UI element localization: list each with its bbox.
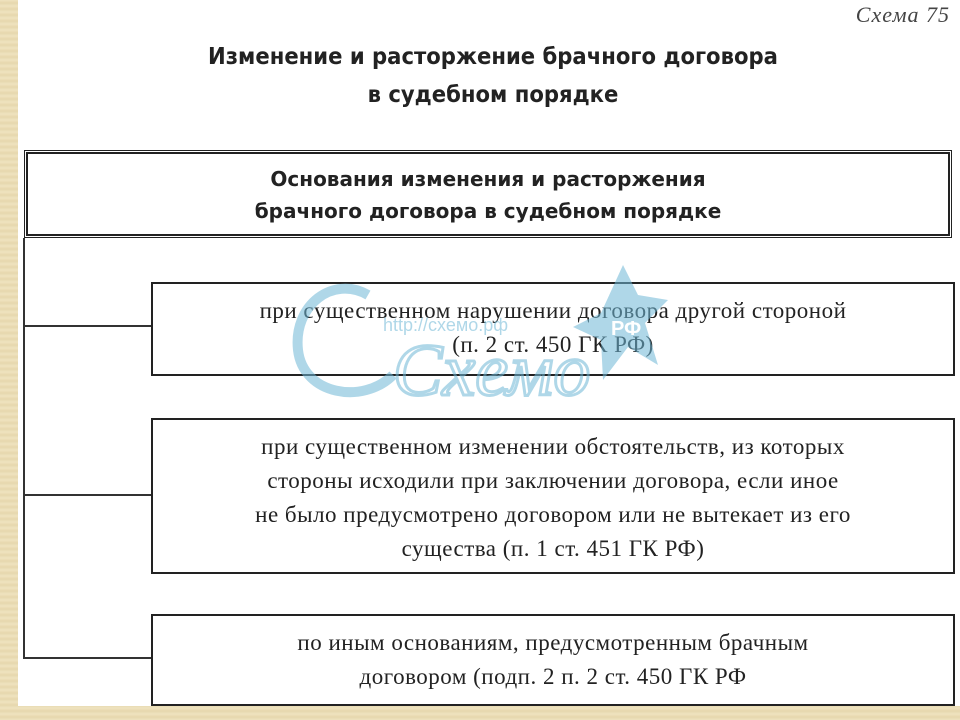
ground-box-3: по иным основаниям, предусмотренным брач… xyxy=(151,614,955,706)
watermark-logo-suffix: РФ xyxy=(611,318,641,340)
title-line-2: в судебном порядке xyxy=(367,82,619,108)
watermark-logo: Схемо РФ http://схемо.рф xyxy=(273,255,673,425)
connector-branch-3 xyxy=(23,657,151,659)
diagram-title: Изменение и расторжение брачного договор… xyxy=(194,38,792,114)
scheme-label: Схема 75 xyxy=(855,2,950,27)
watermark-graphic: Схемо РФ xyxy=(292,265,668,414)
ground-2-line-4: существа (п. 1 ст. 451 ГК РФ) xyxy=(401,536,705,561)
ground-3-line-2: договором (подп. 2 п. 2 ст. 450 ГК РФ xyxy=(359,664,747,689)
connector-branch-1 xyxy=(23,325,151,327)
ground-2-line-3: не было предусмотрено договором или не в… xyxy=(255,502,851,527)
watermark-logo-text: Схемо xyxy=(393,330,590,412)
connector-vertical xyxy=(23,238,25,658)
ground-1-line-1: при существенном нарушении договора друг… xyxy=(259,298,847,323)
ground-3-line-1: по иным основаниям, предусмотренным брач… xyxy=(297,630,809,655)
header-line-1: Основания изменения и расторжения xyxy=(270,167,706,191)
watermark-url: http://схемо.рф xyxy=(383,315,509,335)
ground-box-2: при существенном изменении обстоятельств… xyxy=(151,418,955,574)
grounds-header-box: Основания изменения и расторжения брачно… xyxy=(24,150,952,238)
header-line-2: брачного договора в судебном порядке xyxy=(254,199,722,223)
diagram-page: Схема 75 Изменение и расторжение брачног… xyxy=(18,0,960,706)
ground-2-line-2: стороны исходили при заключении договора… xyxy=(267,468,839,493)
connector-branch-2 xyxy=(23,494,151,496)
ground-2-line-1: при существенном изменении обстоятельств… xyxy=(261,434,845,459)
title-line-1: Изменение и расторжение брачного договор… xyxy=(208,44,778,70)
